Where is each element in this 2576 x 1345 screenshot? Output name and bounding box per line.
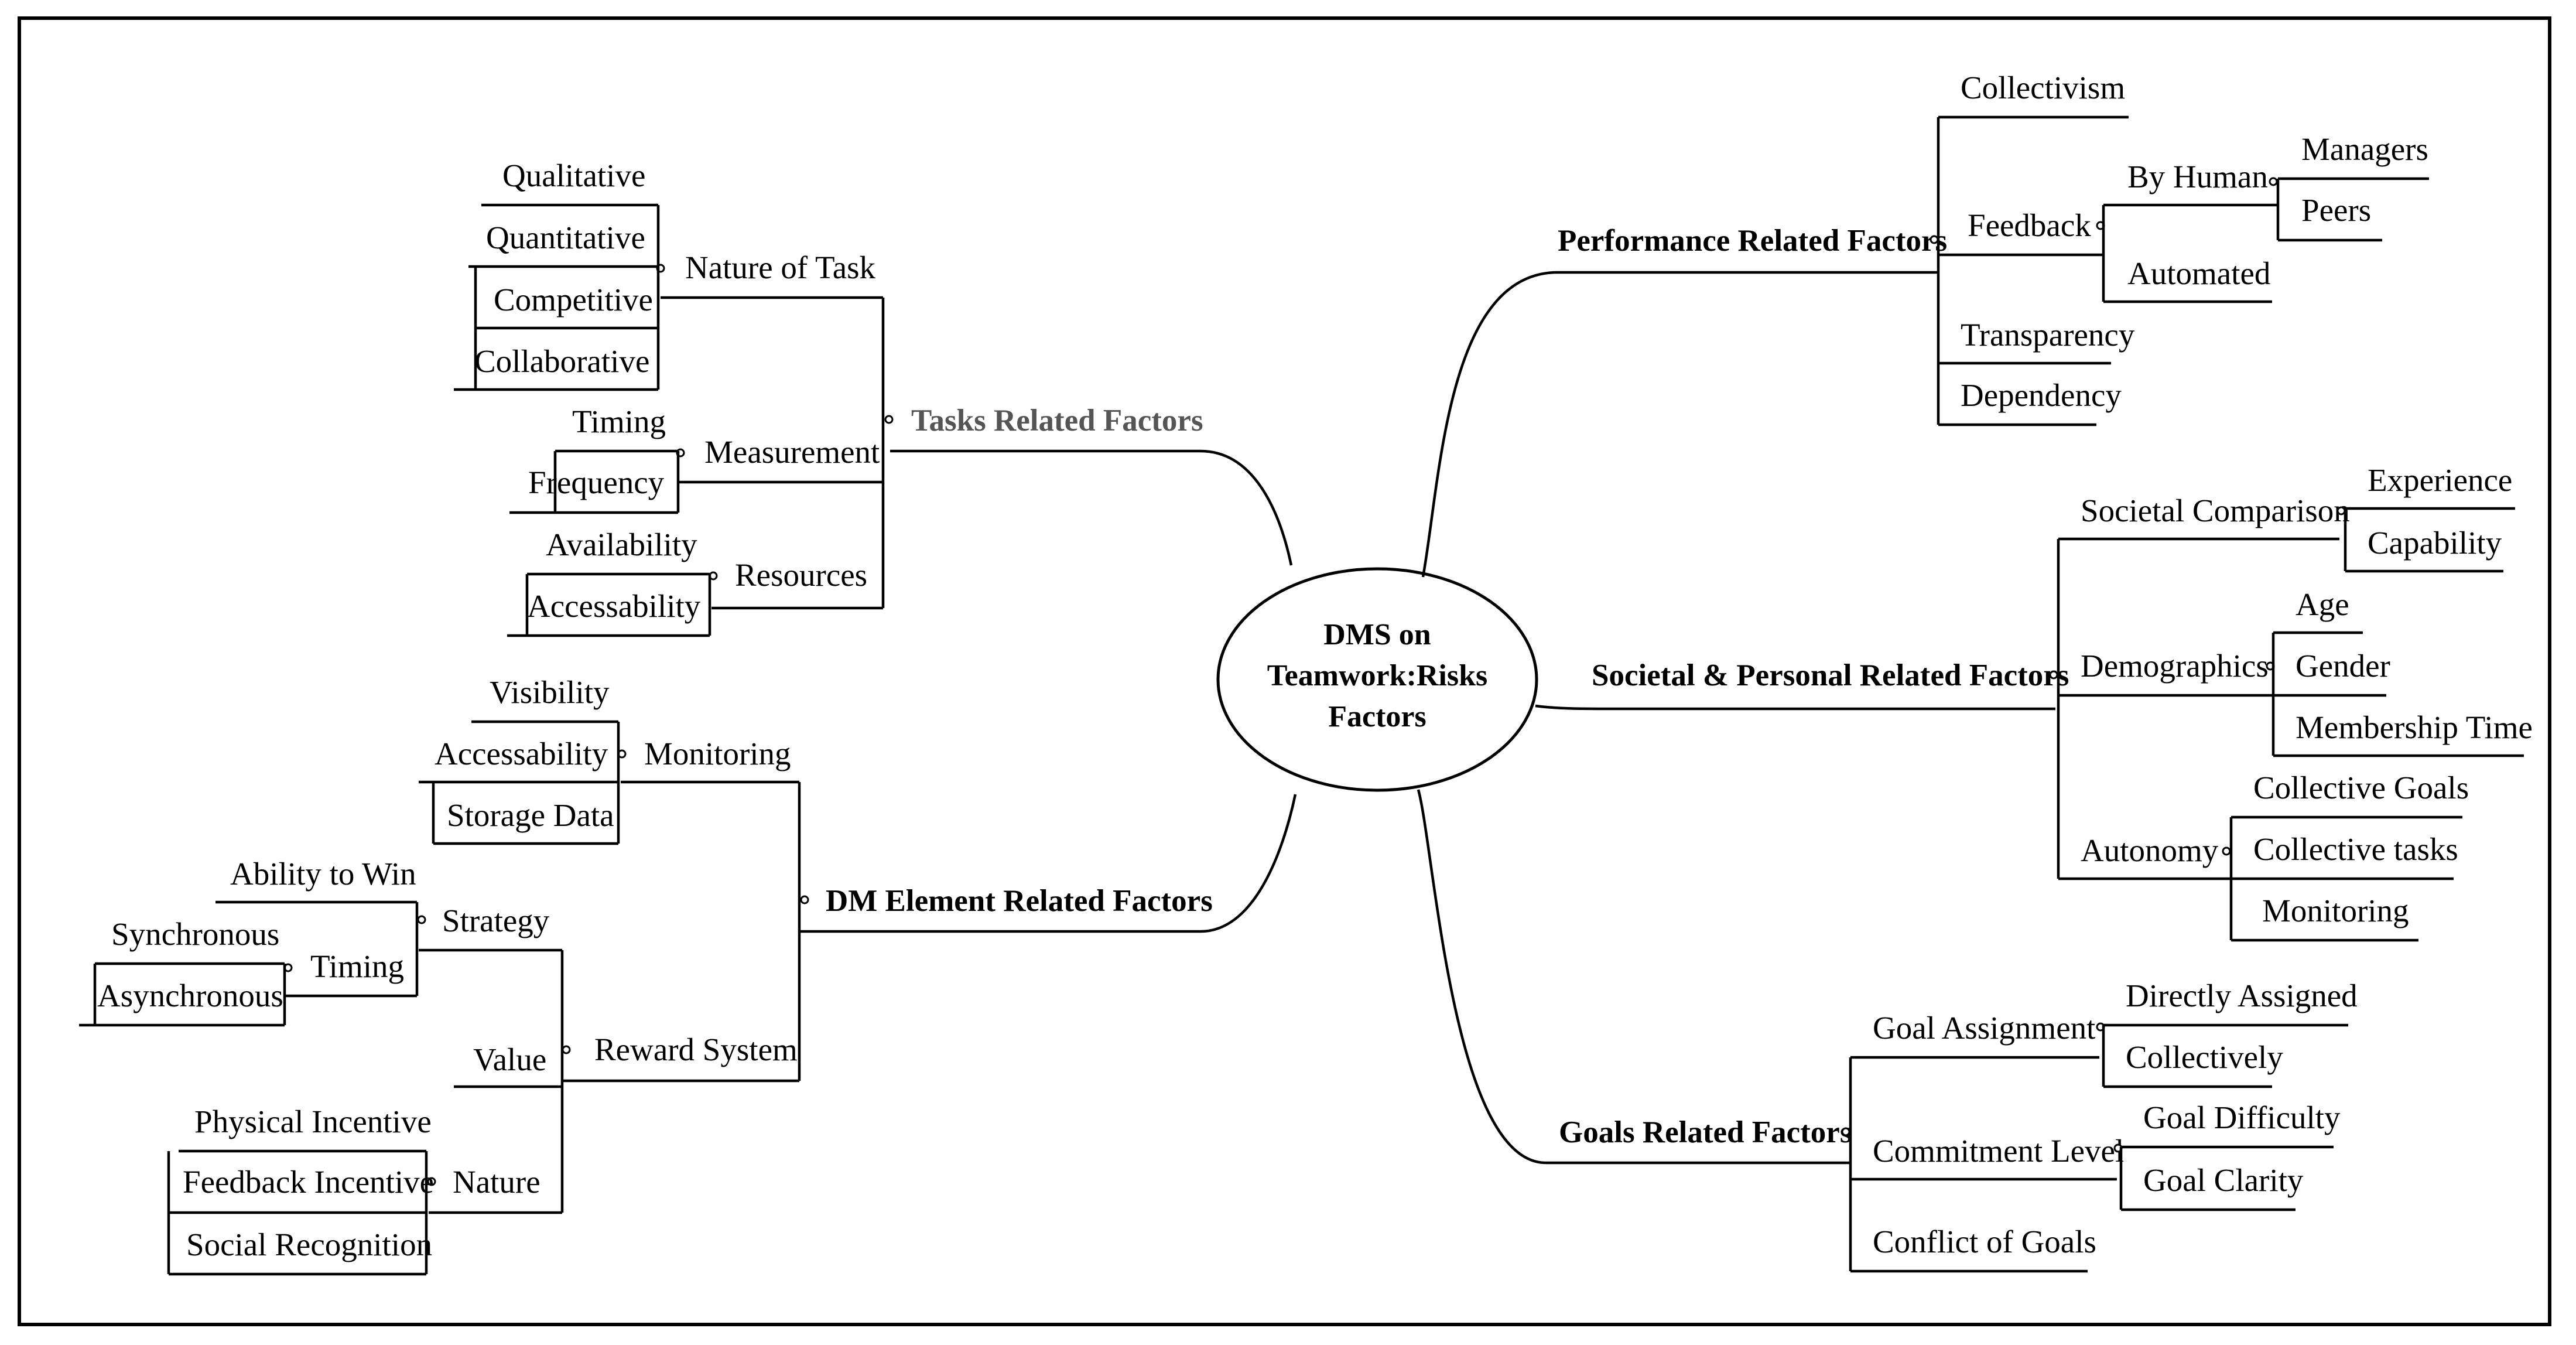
tasks-resources-item-2: Accessability [527, 588, 701, 624]
tasks-resources-label: Resources [735, 557, 867, 593]
tasks-resources-item-1: Availability [546, 527, 697, 562]
dm-value: Value [473, 1042, 546, 1077]
societal-autonomy-item-2: Collective tasks [2253, 831, 2458, 867]
branch-performance: Performance Related Factors Collectivism… [1558, 70, 2429, 426]
dm-timing-label: Timing [310, 948, 404, 984]
tasks-measurement-item-2: Frequency [528, 465, 665, 500]
dm-nature-item-1: Physical Incentive [194, 1104, 432, 1139]
dm-monitoring-item-2: Accessability [435, 736, 608, 772]
center-line-1: DMS on [1323, 618, 1431, 651]
tasks-nature-label: Nature of Task [685, 250, 876, 285]
goals-assignment-item-1: Directly Assigned [2126, 978, 2358, 1013]
goals-title: Goals Related Factors [1559, 1115, 1852, 1149]
tasks-nature-item-3: Competitive [494, 282, 653, 318]
societal-autonomy-item-1: Collective Goals [2253, 770, 2469, 805]
societal-title: Societal & Personal Related Factors [1592, 658, 2069, 692]
performance-byhuman-label: By Human [2127, 159, 2268, 194]
main-connectors [799, 271, 2055, 1165]
performance-feedback-label: Feedback [1968, 207, 2091, 243]
performance-dependency: Dependency [1961, 377, 2122, 413]
dm-strategy-ability: Ability to Win [230, 856, 416, 892]
societal-demographics-item-2: Gender [2296, 648, 2390, 684]
dm-timing-item-2: Asynchronous [97, 978, 283, 1013]
center-node: DMS on Teamwork:Risks Factors [1216, 567, 1538, 792]
societal-demographics-item-3: Membership Time [2296, 709, 2533, 745]
dm-nature-label: Nature [453, 1164, 540, 1200]
branch-tasks: Tasks Related Factors Nature of Task Qua… [454, 158, 1203, 637]
tasks-measurement-label: Measurement [704, 434, 880, 470]
goals-commitment-item-2: Goal Clarity [2143, 1162, 2304, 1198]
goals-assignment-item-2: Collectively [2126, 1039, 2283, 1075]
tasks-nature-item-4: Collaborative [474, 343, 649, 379]
societal-demographics-label: Demographics [2081, 648, 2269, 684]
performance-byhuman-item-2: Peers [2301, 192, 2371, 228]
societal-demographics-item-1: Age [2296, 586, 2349, 622]
center-line-2: Teamwork:Risks [1267, 659, 1488, 692]
dm-monitoring-item-1: Visibility [490, 674, 610, 710]
societal-autonomy-item-3: Monitoring [2262, 893, 2409, 928]
dm-reward-label: Reward System [594, 1032, 798, 1067]
dm-title: DM Element Related Factors [826, 884, 1213, 918]
societal-comparison-item-2: Capability [2368, 525, 2502, 561]
goals-commitment-item-1: Goal Difficulty [2143, 1100, 2341, 1135]
performance-collectivism: Collectivism [1961, 70, 2125, 105]
goals-assignment-label: Goal Assignment [1873, 1010, 2095, 1046]
dm-timing-item-1: Synchronous [111, 916, 279, 952]
societal-comparison-label: Societal Comparison [2081, 493, 2350, 528]
performance-automated: Automated [2127, 255, 2270, 291]
dm-monitoring-label: Monitoring [644, 736, 791, 772]
goals-commitment-label: Commitment Level [1873, 1133, 2124, 1169]
branch-goals: Goals Related Factors Goal Assignment Di… [1559, 978, 2358, 1273]
societal-comparison-item-1: Experience [2368, 462, 2512, 498]
tasks-nature-item-2: Quantitative [486, 220, 645, 255]
dm-monitoring-item-3: Storage Data [447, 797, 614, 833]
dm-nature-item-3: Social Recognition [186, 1227, 432, 1262]
tasks-title: Tasks Related Factors [911, 404, 1203, 438]
tasks-nature-item-1: Qualitative [502, 158, 645, 193]
branch-societal: Societal & Personal Related Factors Soci… [1592, 462, 2533, 942]
dm-nature-item-2: Feedback Incentive [183, 1164, 434, 1200]
performance-title: Performance Related Factors [1558, 224, 1947, 258]
performance-byhuman-item-1: Managers [2301, 131, 2428, 167]
center-line-3: Factors [1328, 700, 1426, 733]
performance-transparency: Transparency [1961, 317, 2135, 353]
branch-dm: DM Element Related Factors Monitoring Vi… [79, 674, 1213, 1276]
goals-conflict: Conflict of Goals [1873, 1224, 2096, 1259]
tasks-measurement-item-1: Timing [572, 404, 666, 439]
dm-strategy-label: Strategy [442, 903, 550, 938]
societal-autonomy-label: Autonomy [2081, 832, 2219, 868]
